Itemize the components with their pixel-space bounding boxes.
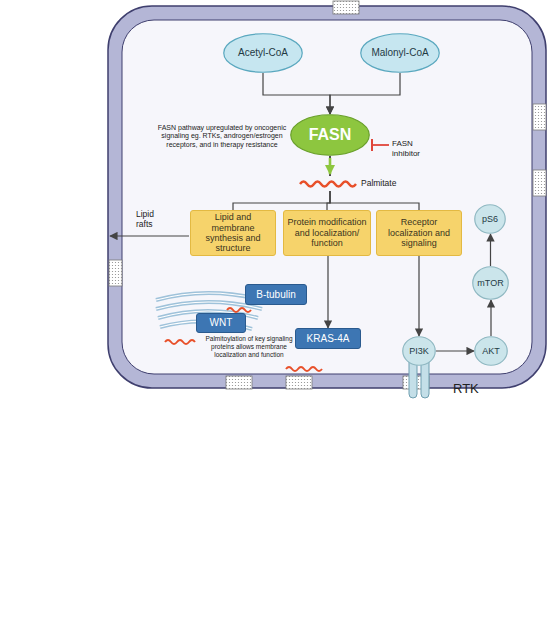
receptor-label: RTK	[453, 381, 493, 397]
squiggle-backing	[297, 176, 359, 191]
signaling-circle: pS6	[474, 204, 506, 234]
node-shape	[475, 205, 506, 234]
signaling-circle: PI3K	[402, 336, 436, 366]
signaling-circle: AKT	[474, 336, 508, 366]
membrane-patch	[533, 104, 546, 130]
node-text: Protein modification and localization/ f…	[287, 217, 367, 248]
molecule-label: Palmitate	[361, 178, 411, 188]
membrane-patch	[533, 170, 546, 196]
node-text: mTOR	[477, 278, 503, 288]
metabolite-ellipse: Acetyl-CoA	[223, 33, 303, 73]
node-text: WNT	[210, 317, 233, 329]
metabolite-ellipse: Malonyl-CoA	[360, 33, 440, 73]
node-text: Lipid and membrane synthesis and structu…	[194, 212, 272, 253]
flow-connector	[330, 73, 400, 114]
node-text: Receptor localization and signaling	[380, 217, 458, 248]
palmitate-chain	[300, 182, 356, 187]
process-box: Lipid and membrane synthesis and structu…	[190, 210, 276, 256]
process-box: Protein modification and localization/ f…	[283, 210, 371, 256]
node-shape	[291, 115, 370, 156]
protein-box: KRAS-4A	[295, 328, 361, 349]
flow-connector	[490, 300, 491, 336]
node-shape	[473, 267, 509, 300]
node-text: KRAS-4A	[307, 333, 350, 345]
flow-connector	[418, 256, 419, 336]
node-shape	[475, 337, 508, 366]
node-text: PI3K	[409, 346, 429, 356]
inhibitor-label: FASN inhibitor	[392, 139, 434, 158]
cell-membrane	[108, 6, 546, 388]
inhibitor-bar	[371, 139, 373, 151]
node-text: B-tubulin	[256, 289, 295, 301]
enzyme-ellipse: FASN	[290, 114, 370, 156]
membrane-patch	[286, 376, 312, 389]
flow-connector	[327, 256, 328, 328]
membrane-patch	[109, 260, 122, 286]
node-text: Acetyl-CoA	[238, 47, 288, 59]
signaling-circle: mTOR	[472, 266, 509, 300]
cytoplasm	[122, 20, 532, 374]
flow-connector	[330, 156, 419, 210]
lipid-raft-arrow	[110, 235, 189, 236]
node-text: Malonyl-CoA	[371, 47, 428, 59]
membrane-patch	[333, 1, 359, 14]
membrane-patch	[226, 376, 252, 389]
flow-connector	[233, 156, 330, 210]
flow-connector	[263, 73, 330, 114]
structure-label: Lipid rafts	[136, 209, 172, 229]
palmitoyl-chain	[286, 367, 322, 371]
annotation-note: FASN pathway upregulated by oncogenic si…	[156, 124, 288, 149]
flow-connector	[436, 350, 474, 351]
node-text: AKT	[482, 346, 500, 356]
node-shape	[224, 34, 303, 73]
palmitoyl-chain	[165, 340, 195, 344]
palmitoyl-chain	[227, 308, 251, 312]
node-text: FASN	[309, 126, 352, 144]
node-text: pS6	[482, 214, 498, 224]
annotation-note: Palmitoylation of key signaling proteins…	[202, 335, 296, 358]
synthesis-arrow	[329, 158, 332, 174]
node-shape	[361, 34, 440, 73]
protein-box: B-tubulin	[245, 284, 307, 305]
inhibitor-line	[372, 144, 389, 146]
protein-box: WNT	[196, 313, 246, 333]
process-box: Receptor localization and signaling	[376, 210, 462, 256]
flow-connector	[490, 234, 491, 266]
node-shape	[403, 337, 436, 366]
